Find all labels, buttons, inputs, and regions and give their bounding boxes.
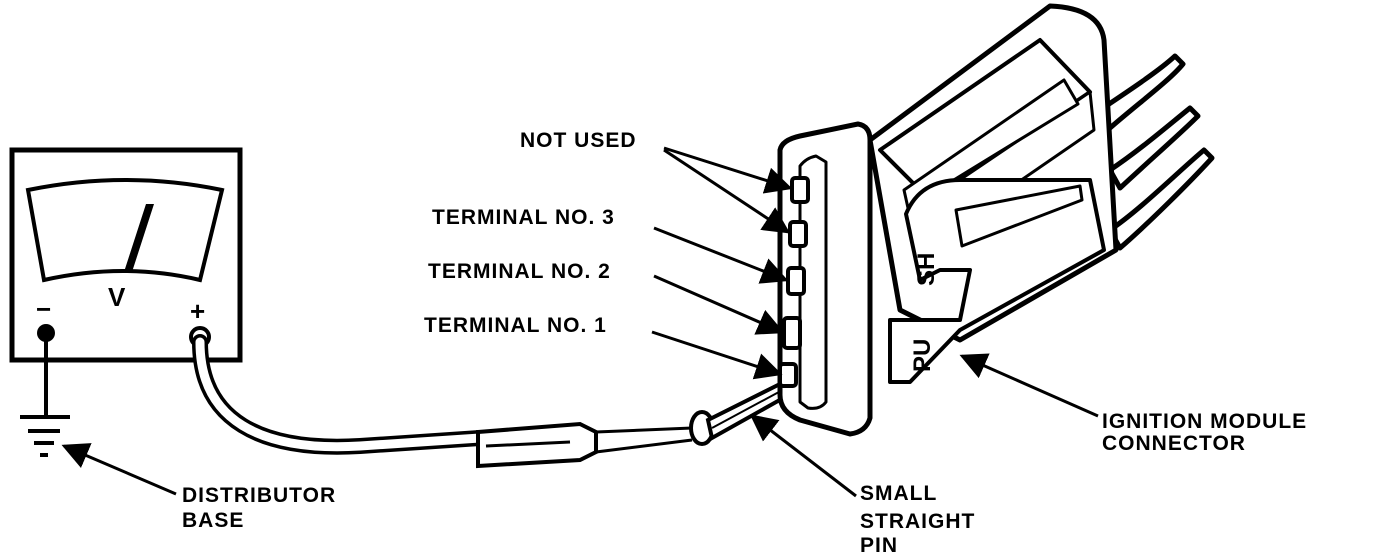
meter-dial-face <box>25 178 225 283</box>
ground-symbol <box>20 340 70 457</box>
terminal-slot-not-used-1 <box>790 176 810 204</box>
connector-wire-1 <box>1097 53 1186 131</box>
meter-unit-label: V <box>108 282 126 312</box>
meter-minus-symbol: − <box>36 294 51 324</box>
leader-terminal-1 <box>651 330 783 380</box>
label-ignition-module-connector: IGNITION MODULE CONNECTOR <box>1102 410 1314 455</box>
label-terminal-2: TERMINAL NO. 2 <box>428 260 611 283</box>
terminal-slot-3 <box>786 266 806 296</box>
leader-not-used-lower <box>663 148 791 234</box>
label-not-used: NOT USED <box>520 129 637 152</box>
label-small-straight-pin: SMALL STRAIGHT PIN <box>860 482 982 556</box>
leader-terminal-3 <box>653 226 789 284</box>
voltmeter: − V + <box>9 147 243 363</box>
ignition-module-connector <box>777 3 1215 437</box>
leader-connector <box>959 353 1099 418</box>
connector-sh-marking: SH <box>913 253 940 286</box>
leader-lines <box>61 146 1099 498</box>
meter-needle <box>124 204 154 272</box>
connector-wire-2 <box>1107 105 1201 191</box>
leader-distributor-base <box>61 443 177 496</box>
terminal-slot-2 <box>782 316 802 350</box>
meter-plus-symbol: + <box>190 296 205 326</box>
label-terminal-1: TERMINAL NO. 1 <box>424 314 607 337</box>
terminal-slot-not-used-2 <box>788 220 808 248</box>
negative-terminal <box>37 324 55 342</box>
connector-pu-marking: PU <box>909 339 936 372</box>
test-lead <box>192 334 693 469</box>
leader-terminal-2 <box>653 274 785 335</box>
connector-wire-3 <box>1107 147 1215 251</box>
leader-not-used-upper <box>663 146 793 194</box>
leader-pin <box>749 414 857 498</box>
label-distributor-base: DISTRIBUTOR BASE <box>182 484 343 532</box>
terminal-slot-1 <box>778 362 798 388</box>
label-terminal-3: TERMINAL NO. 3 <box>432 206 615 229</box>
